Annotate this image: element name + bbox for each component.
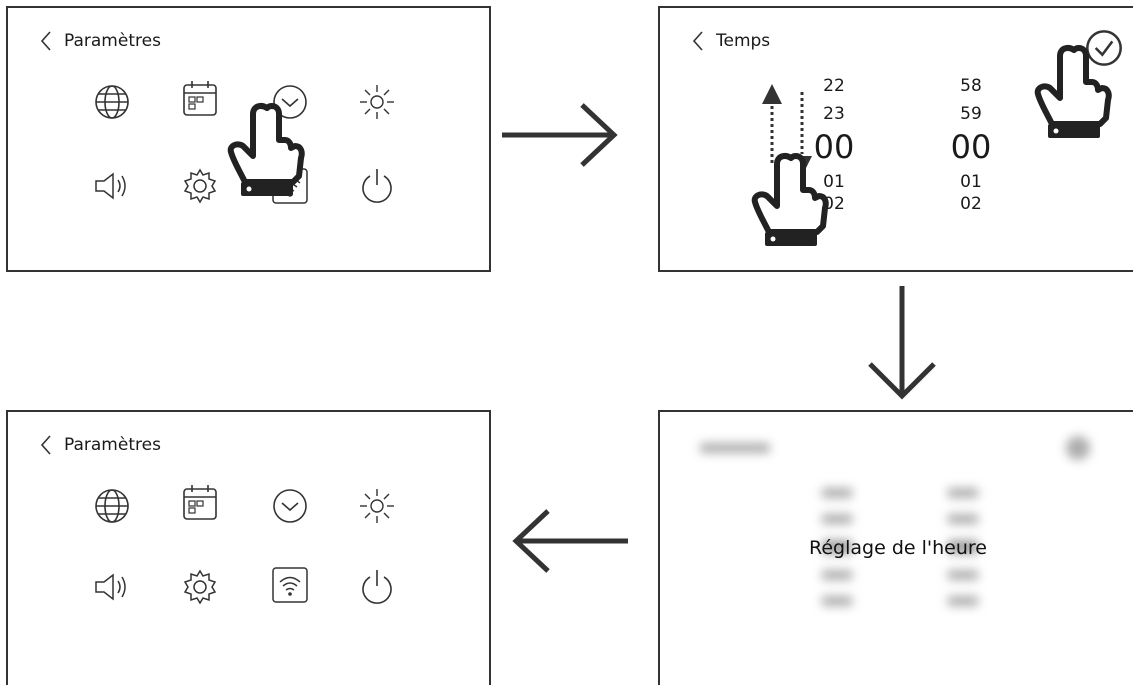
settings-header[interactable]: Paramètres (38, 30, 161, 52)
settings-title: Paramètres (64, 31, 161, 51)
hour-prev-2[interactable]: 22 (823, 76, 845, 96)
settings-panel-before: Paramètres (6, 6, 491, 272)
gear-icon[interactable] (180, 567, 220, 607)
volume-icon[interactable] (92, 567, 132, 607)
time-picker-panel: Temps 22 23 00 01 02 58 59 00 01 02 (658, 6, 1133, 272)
power-icon[interactable] (357, 567, 397, 607)
power-icon[interactable] (357, 166, 397, 206)
brightness-icon[interactable] (357, 82, 397, 122)
blurred-check-icon (1066, 436, 1096, 466)
gear-icon[interactable] (180, 166, 220, 206)
settings-header[interactable]: Paramètres (38, 434, 161, 456)
time-set-toast: Réglage de l'heure (809, 537, 987, 559)
back-chevron-icon[interactable] (690, 30, 706, 52)
hour-prev-1[interactable]: 23 (823, 104, 845, 124)
clock-icon[interactable] (270, 486, 310, 526)
wifi-icon[interactable] (270, 565, 310, 605)
blurred-header (700, 438, 780, 458)
minute-next-2[interactable]: 02 (960, 194, 982, 214)
volume-icon[interactable] (92, 166, 132, 206)
tap-hand-icon (227, 103, 305, 196)
arrow-right-icon (502, 103, 618, 167)
minute-prev-2[interactable]: 58 (960, 76, 982, 96)
tap-confirm-hand-icon (1034, 45, 1112, 138)
calendar-icon[interactable] (180, 78, 220, 118)
settings-title: Paramètres (64, 435, 161, 455)
hour-selected[interactable]: 00 (813, 128, 855, 166)
back-chevron-icon[interactable] (38, 434, 54, 456)
globe-icon[interactable] (92, 486, 132, 526)
settings-panel-after: Paramètres (6, 410, 491, 685)
minute-prev-1[interactable]: 59 (960, 104, 982, 124)
minute-next-1[interactable]: 01 (960, 172, 982, 192)
back-chevron-icon[interactable] (38, 30, 54, 52)
minute-selected[interactable]: 00 (950, 128, 992, 166)
blurred-minute-wheel (948, 482, 978, 612)
time-saved-panel: Réglage de l'heure (658, 410, 1133, 685)
time-title: Temps (716, 31, 771, 51)
arrow-left-icon (512, 509, 628, 573)
blurred-hour-wheel (822, 482, 852, 612)
clock-icon[interactable] (270, 82, 310, 122)
brightness-icon[interactable] (357, 486, 397, 526)
globe-icon[interactable] (92, 82, 132, 122)
hour-next-2[interactable]: 02 (823, 194, 845, 214)
time-header[interactable]: Temps (690, 30, 770, 52)
calendar-icon[interactable] (180, 482, 220, 522)
confirm-check-icon[interactable] (1084, 28, 1122, 66)
hour-next-1[interactable]: 01 (823, 172, 845, 192)
swipe-hand-icon (751, 153, 829, 246)
arrow-down-icon (868, 286, 936, 400)
